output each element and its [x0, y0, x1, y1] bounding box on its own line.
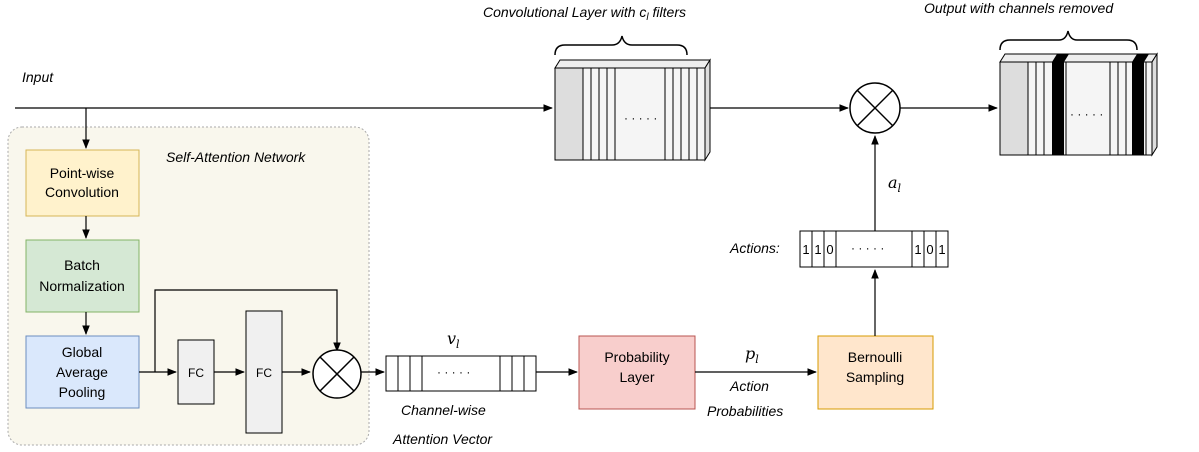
attention-vector: · · · · · [385, 355, 537, 392]
fc2-box [245, 310, 283, 434]
prob-label-2: Layer [619, 369, 654, 385]
input-label: Input [22, 69, 54, 85]
pointwise-conv-box [25, 149, 140, 217]
output-block: · · · · · [999, 52, 1158, 157]
gap-label-2: Average [56, 364, 108, 380]
gap-label-3: Pooling [59, 384, 106, 400]
fc2-label: FC [256, 366, 272, 380]
action-bit: 0 [826, 242, 833, 257]
probability-layer-box [578, 335, 696, 410]
action-bit: 1 [802, 242, 809, 257]
actions-label: Actions: [729, 240, 780, 256]
actions-vector: 1 1 0 · · · · · 1 0 1 [799, 230, 949, 268]
batch-norm-label-1: Batch [64, 257, 100, 273]
top-multiply-icon [849, 82, 901, 134]
batch-norm-box [25, 239, 140, 313]
cwav-label-2: Attention Vector [392, 431, 493, 447]
action-bit: 1 [914, 242, 921, 257]
batch-norm-label-2: Normalization [39, 278, 125, 294]
vector-dots: · · · · · [437, 365, 470, 379]
action-bit: 0 [926, 242, 933, 257]
bottom-multiply-icon [312, 349, 362, 399]
conv-dots: · · · · · [624, 111, 657, 125]
bern-label-2: Sampling [846, 369, 904, 385]
pointwise-conv-label-1: Point-wise [50, 165, 115, 181]
conv-brace [554, 35, 688, 56]
bern-label-1: Bernoulli [848, 349, 902, 365]
output-label: Output with channels removed [924, 0, 1114, 16]
cwav-label-1: Channel-wise [401, 402, 486, 418]
global-avg-pooling-box [25, 335, 140, 409]
action-probs-label-1: Action [729, 378, 769, 394]
a-l-label: al [888, 173, 902, 195]
pointwise-conv-label-2: Convolution [45, 184, 119, 200]
p-l-label: pl [745, 344, 759, 366]
v-l-label: vl [447, 329, 460, 351]
self-attention-network-title: Self-Attention Network [166, 149, 306, 165]
conv-layer-label: Convolutional Layer with cl filters [483, 4, 686, 23]
conv-layer-block: · · · · · [554, 58, 711, 162]
bernoulli-sampling-box [817, 335, 934, 410]
output-dots: · · · · · [1070, 107, 1103, 121]
skip-connection-arrow [154, 289, 341, 372]
prob-label-1: Probability [604, 349, 669, 365]
action-probs-label-2: Probabilities [707, 403, 783, 419]
fc1-label: FC [188, 366, 204, 380]
output-brace [999, 30, 1138, 51]
actions-dots: · · · · · [851, 241, 884, 255]
gap-label-1: Global [62, 344, 102, 360]
action-bit: 1 [938, 242, 945, 257]
action-bit: 1 [814, 242, 821, 257]
